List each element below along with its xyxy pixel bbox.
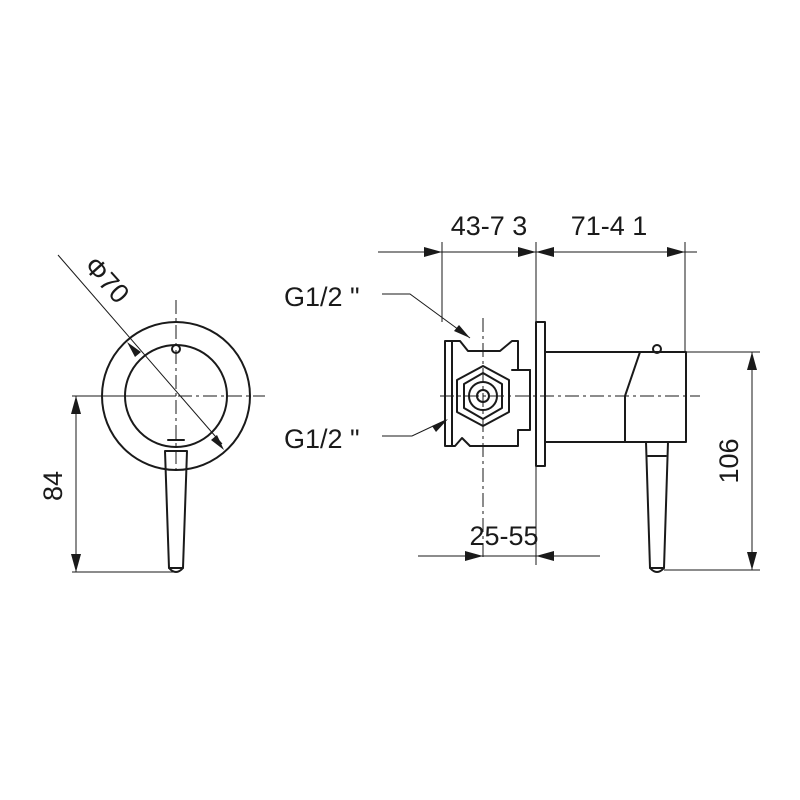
side-lever-handle [645,441,669,569]
inlet-leader-top-arrow [454,325,470,338]
height-106-arrow-top [747,352,757,370]
handle-cap [624,351,687,443]
height-84-arrow-bottom [71,554,81,572]
bottom-arrow-2 [536,551,554,561]
depth-range-label-1: 43-7 3 [451,211,528,241]
inlet-label-bottom: G1/2 " [284,424,360,454]
hex-nut-inner [463,372,503,420]
cartridge-body [544,351,641,443]
diameter-arrow-2 [211,435,224,450]
top-arrow-3 [536,247,554,257]
handle-cap-dot [652,344,662,354]
lever-top-dot [171,344,181,354]
diameter-arrow-1 [127,342,141,357]
side-view: 43-7 3 71-4 1 G1/2 " G1/2 " [284,211,760,573]
inlet-label-top: G1/2 " [284,282,360,312]
bottom-range-label: 25-55 [469,521,538,551]
hex-nut-outer [456,365,510,427]
side-lever-tip [649,567,665,573]
top-arrow-1 [424,247,442,257]
front-view: Φ70 84 [38,251,265,573]
top-arrow-2 [518,247,536,257]
height-106-arrow-bottom [747,552,757,570]
mounting-plate [535,321,546,467]
height-84-arrow-top [71,396,81,414]
bottom-arrow-1 [465,551,483,561]
height-106-label: 106 [714,438,744,483]
height-84-label: 84 [38,471,68,501]
valve-body [444,340,531,447]
diameter-dimension-line [57,254,223,445]
inlet-leader-top [382,293,471,339]
diameter-label: Φ70 [78,251,135,309]
top-arrow-4 [667,247,685,257]
outlet-bore-inner [476,389,490,403]
depth-range-label-2: 71-4 1 [571,211,648,241]
outlet-bore [468,381,498,411]
